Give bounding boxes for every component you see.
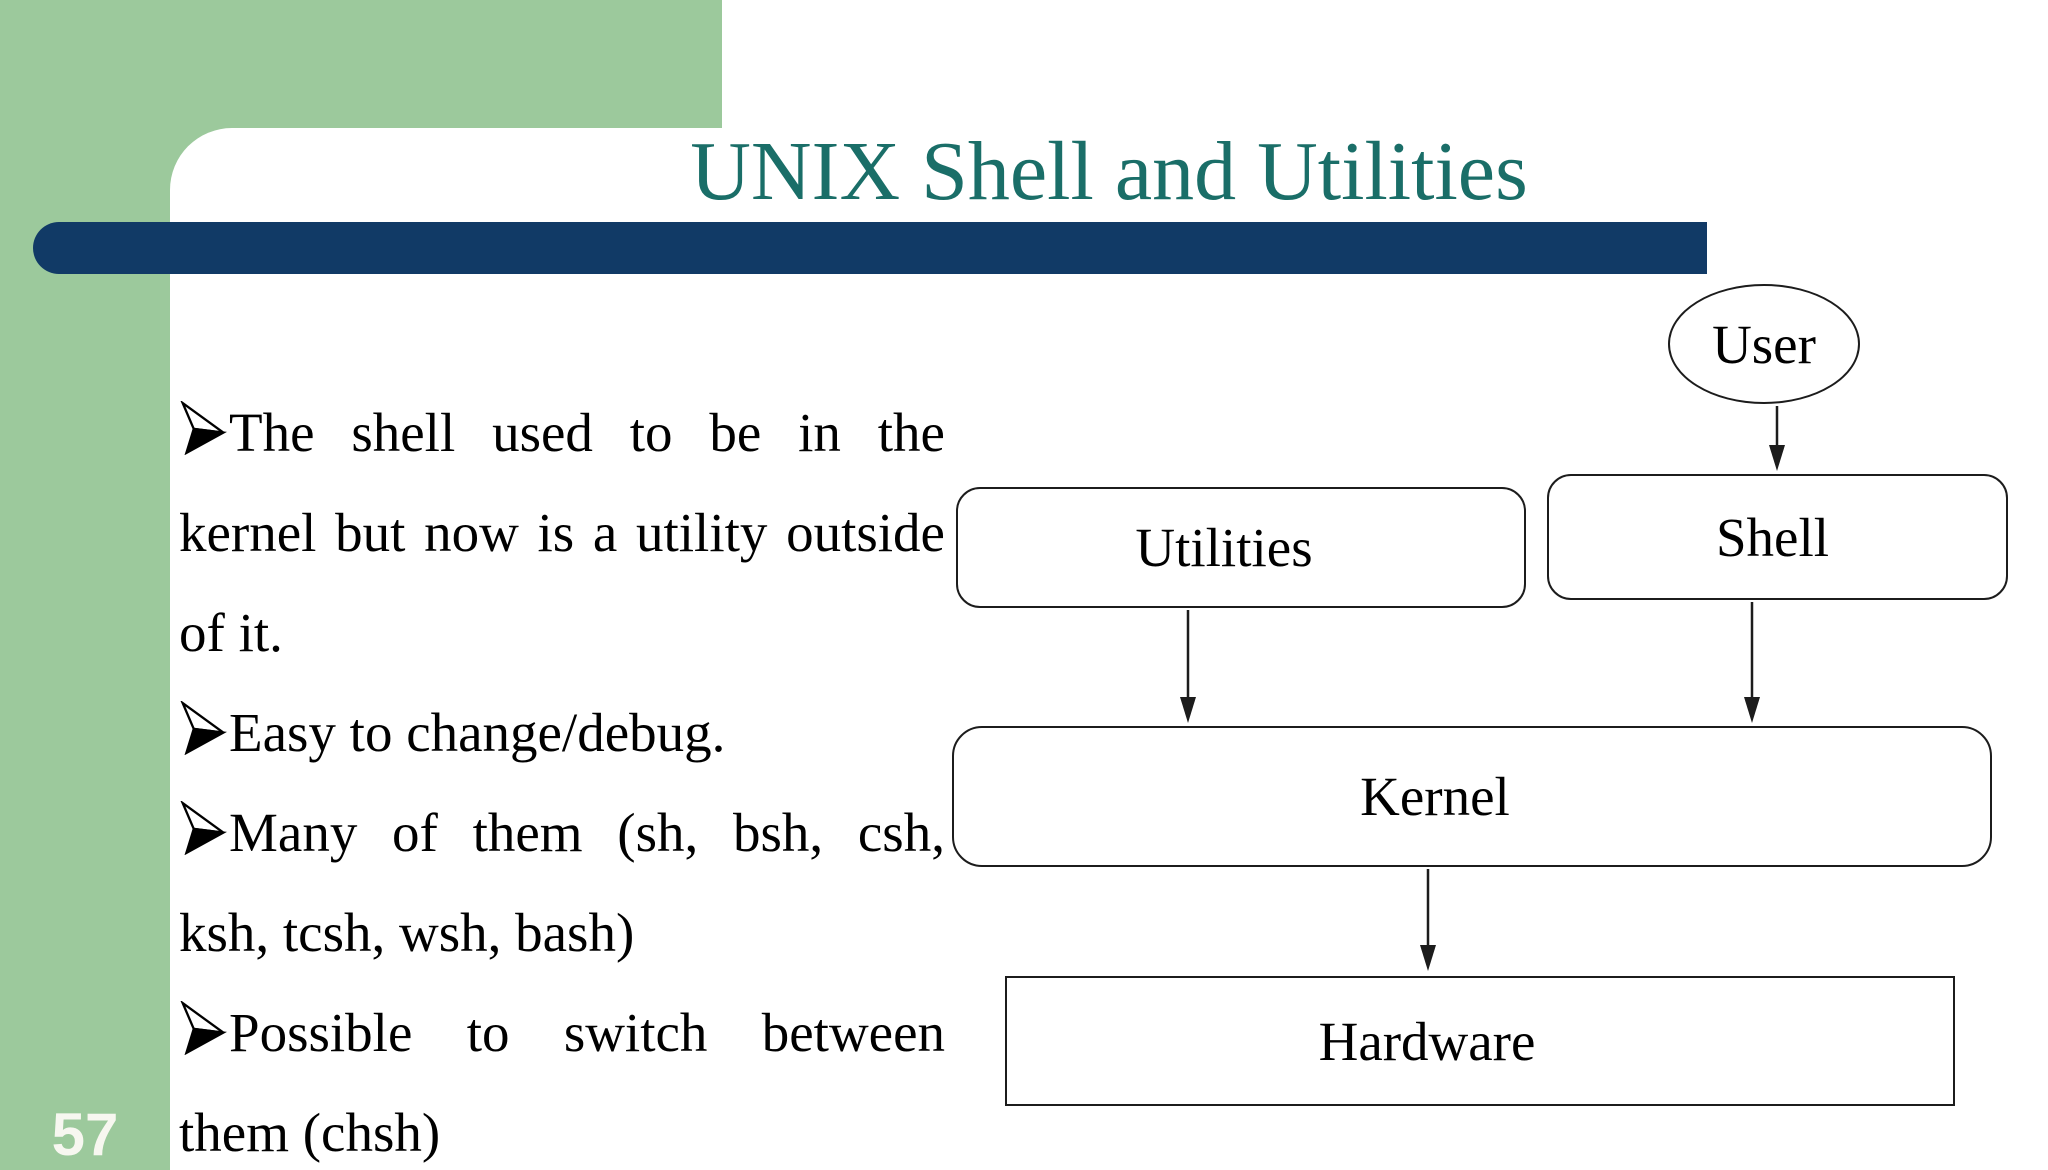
word: is	[537, 502, 575, 563]
word: outside	[786, 502, 945, 563]
word: Many	[179, 783, 357, 883]
bullet-line: of it.	[179, 583, 945, 683]
bullet-paragraph: Easy to change/debug.	[179, 683, 945, 783]
bullet-arrow-icon	[179, 999, 227, 1056]
word: but	[335, 502, 406, 563]
word: ksh, tcsh, wsh, bash)	[179, 902, 635, 963]
word: Easy to change/debug.	[179, 699, 725, 763]
word: used	[492, 402, 593, 463]
user-label: User	[1712, 313, 1816, 375]
word: The	[179, 383, 315, 483]
word: the	[877, 402, 945, 463]
diagram-node-shell: Shell	[1547, 474, 2008, 600]
word: of	[392, 802, 438, 863]
page-number: 57	[51, 1101, 119, 1168]
hardware-label: Hardware	[1318, 1010, 1536, 1072]
word: be	[709, 402, 762, 463]
bullet-line: Possible to switch between	[179, 983, 945, 1083]
word: utility	[635, 502, 768, 563]
bullet-arrow-icon	[179, 699, 227, 756]
word: now	[424, 502, 519, 563]
kernel-label: Kernel	[1360, 766, 1510, 827]
bullet-line: Easy to change/debug.	[179, 683, 945, 783]
title-underline-bar	[33, 222, 1707, 274]
diagram-node-utilities: Utilities	[956, 487, 1526, 608]
utilities-label: Utilities	[1135, 517, 1313, 578]
shell-label: Shell	[1715, 506, 1830, 568]
word: kernel	[179, 502, 317, 563]
word: to	[629, 402, 673, 463]
word: to	[466, 1002, 510, 1063]
green-sidebar	[0, 0, 170, 1170]
diagram-node-kernel: Kernel	[952, 726, 1992, 867]
bullet-line: them (chsh)	[179, 1083, 945, 1170]
diagram-node-user: User	[1668, 284, 1860, 404]
word: csh,	[857, 802, 945, 863]
diagram-node-hardware: Hardware	[1005, 976, 1955, 1106]
slide-title: UNIX Shell and Utilities	[690, 125, 1528, 218]
word: them (chsh)	[179, 1102, 441, 1163]
bullet-line: ksh, tcsh, wsh, bash)	[179, 883, 945, 983]
bullet-arrow-icon	[179, 399, 227, 456]
word: shell	[351, 402, 456, 463]
word: between	[761, 1002, 945, 1063]
word: switch	[563, 1002, 708, 1063]
bullet-paragraph: Possible to switch between them (chsh)	[179, 983, 945, 1170]
bullet-arrow-icon	[179, 799, 227, 856]
word: (sh,	[617, 802, 699, 863]
word: of it.	[179, 602, 283, 663]
word: in	[798, 402, 841, 463]
word: a	[592, 502, 618, 563]
word: bsh,	[733, 802, 824, 863]
word: them	[472, 802, 583, 863]
word: Possible	[179, 983, 412, 1083]
